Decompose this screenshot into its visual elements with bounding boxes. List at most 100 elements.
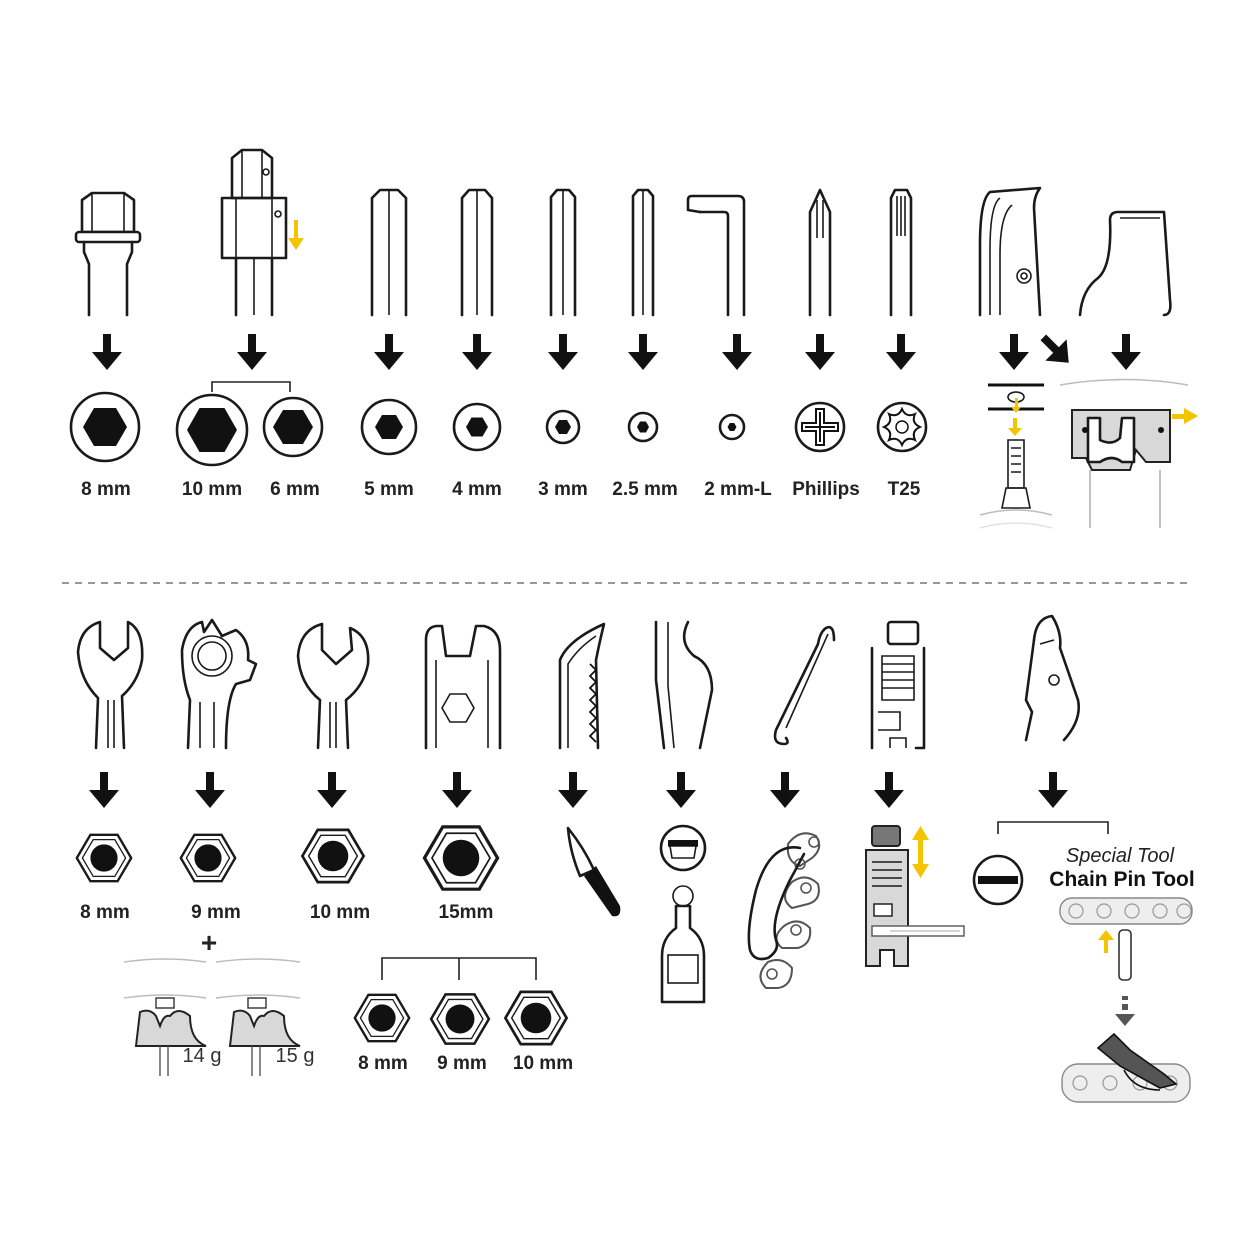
hex-key-2mm-l <box>686 194 746 317</box>
label-hex-4mm: 4 mm <box>452 479 502 500</box>
label-spoke-15g: 15 g <box>276 1045 315 1067</box>
nut-10mm-small-icon <box>504 990 568 1046</box>
nut-10mm-icon <box>301 828 365 884</box>
plus-sign: + <box>201 927 217 958</box>
bracket-nut-sizes <box>381 957 537 980</box>
arrow-down-icon <box>442 772 472 808</box>
label-nut-10mm: 10 mm <box>513 1053 573 1074</box>
label-nut-8mm: 8 mm <box>358 1053 408 1074</box>
chain-breaker-in-use-illustration <box>865 825 965 967</box>
label-nut-9mm: 9 mm <box>437 1053 487 1074</box>
nut-8mm-icon <box>75 833 133 883</box>
spoke-wrench-9mm <box>180 618 258 750</box>
up-down-arrow-icon <box>912 826 929 878</box>
label-wrench-10mm: 10 mm <box>310 902 370 923</box>
label-spoke-14g: 14 g <box>183 1045 222 1067</box>
nut-8mm-small-icon <box>353 993 411 1043</box>
nut-9mm-icon <box>179 833 237 883</box>
hex-socket-10mm-6mm-tool <box>220 148 304 317</box>
arrow-down-icon <box>874 772 904 808</box>
label-wrench-8mm: 8 mm <box>80 902 130 923</box>
label-hex-3mm: 3 mm <box>538 479 588 500</box>
bracket-special-tool <box>997 821 1109 834</box>
arrow-down-icon <box>92 334 122 370</box>
tire-lever-side <box>978 186 1042 317</box>
arrow-down-icon <box>722 334 752 370</box>
label-hex-2mm-l: 2 mm-L <box>704 479 772 500</box>
open-wrench-10mm <box>296 622 370 750</box>
spoke-nipple-14g-illustration <box>123 958 207 1076</box>
arrow-down-icon <box>666 772 696 808</box>
hex-6mm-icon <box>262 396 324 458</box>
hex-key-4mm <box>460 188 494 317</box>
bottom-arrows <box>89 772 1068 808</box>
arrow-down-icon <box>628 334 658 370</box>
tire-lever-in-rim-illustration <box>1059 378 1198 528</box>
arrow-down-icon <box>805 334 835 370</box>
knife-blade <box>558 622 606 750</box>
top-tool-heads <box>74 148 1172 317</box>
label-hex-5mm: 5 mm <box>364 479 414 500</box>
label-hex-6mm: 6 mm <box>270 479 320 500</box>
chain-pin-illustration <box>1059 897 1193 1103</box>
label-wrench-15mm: 15mm <box>439 902 494 923</box>
label-hex-8mm: 8 mm <box>81 479 131 500</box>
spoke-nipple-15g-illustration <box>215 958 301 1076</box>
arrow-down-icon <box>1038 772 1068 808</box>
chain-breaker-tool <box>870 620 926 750</box>
label-hex-2-5mm: 2.5 mm <box>612 479 677 500</box>
bottom-fittings <box>75 821 1193 1103</box>
arrow-down-icon <box>770 772 800 808</box>
bottom-tool-heads <box>76 614 1080 750</box>
hex-key-3mm <box>549 188 577 317</box>
arrow-down-icon <box>886 334 916 370</box>
arrow-down-icon <box>548 334 578 370</box>
pedal-wrench-15mm <box>424 624 502 750</box>
arrow-down-icon <box>89 772 119 808</box>
arrow-down-icon <box>237 334 267 370</box>
nut-15mm-icon <box>422 825 500 891</box>
phillips-icon <box>794 401 846 453</box>
top-labels: 8 mm 10 mm 6 mm 5 mm 4 mm 3 mm 2.5 mm 2 … <box>81 479 921 500</box>
chain-hook-tool <box>773 625 836 746</box>
open-wrench-8mm <box>76 620 144 750</box>
hex-key-2-5mm <box>631 188 655 317</box>
top-arrows <box>92 326 1141 374</box>
label-torx: T25 <box>888 479 921 500</box>
knife-icon <box>566 826 621 917</box>
hex-3mm-icon <box>545 409 581 445</box>
hex-socket-8mm-tool <box>74 191 142 317</box>
special-tool-title: Special Tool <box>1066 845 1175 867</box>
hex-4mm-icon <box>452 402 502 452</box>
arrow-down-icon <box>374 334 404 370</box>
nut-9mm-small-icon <box>429 993 491 1045</box>
chain-pin-tool-head <box>1024 614 1080 742</box>
bottle-opener-tool <box>654 620 714 750</box>
hex-5mm-icon <box>360 398 418 456</box>
hex-10mm-icon <box>175 393 249 467</box>
special-tool-name: Chain Pin Tool <box>1049 868 1194 891</box>
label-phillips: Phillips <box>792 479 860 500</box>
hex-2-5mm-icon <box>627 411 659 443</box>
flat-screwdriver-icon <box>972 854 1024 906</box>
arrow-down-icon <box>195 772 225 808</box>
arrow-down-icon <box>1111 334 1141 370</box>
label-wrench-9mm: 9 mm <box>191 902 241 923</box>
top-fittings <box>69 378 1198 529</box>
bottle-icon <box>660 885 706 1004</box>
label-hex-10mm: 10 mm <box>182 479 242 500</box>
bottom-labels: 8 mm 9 mm 10 mm 15mm + 14 g 15 g 8 mm 9 … <box>80 845 1195 1074</box>
hex-2mm-icon <box>718 413 746 441</box>
hex-key-5mm <box>370 188 408 317</box>
chain-with-hook-illustration <box>747 832 821 989</box>
arrow-down-icon <box>558 772 588 808</box>
phillips-bit <box>808 188 832 317</box>
hex-8mm-icon <box>69 391 141 463</box>
bracket-10-6 <box>211 381 291 392</box>
arrow-down-icon <box>317 772 347 808</box>
tire-lever-front <box>1078 210 1172 317</box>
slide-arrow-icon <box>288 220 304 250</box>
arrow-down-icon <box>462 334 492 370</box>
torx-icon <box>876 401 928 453</box>
